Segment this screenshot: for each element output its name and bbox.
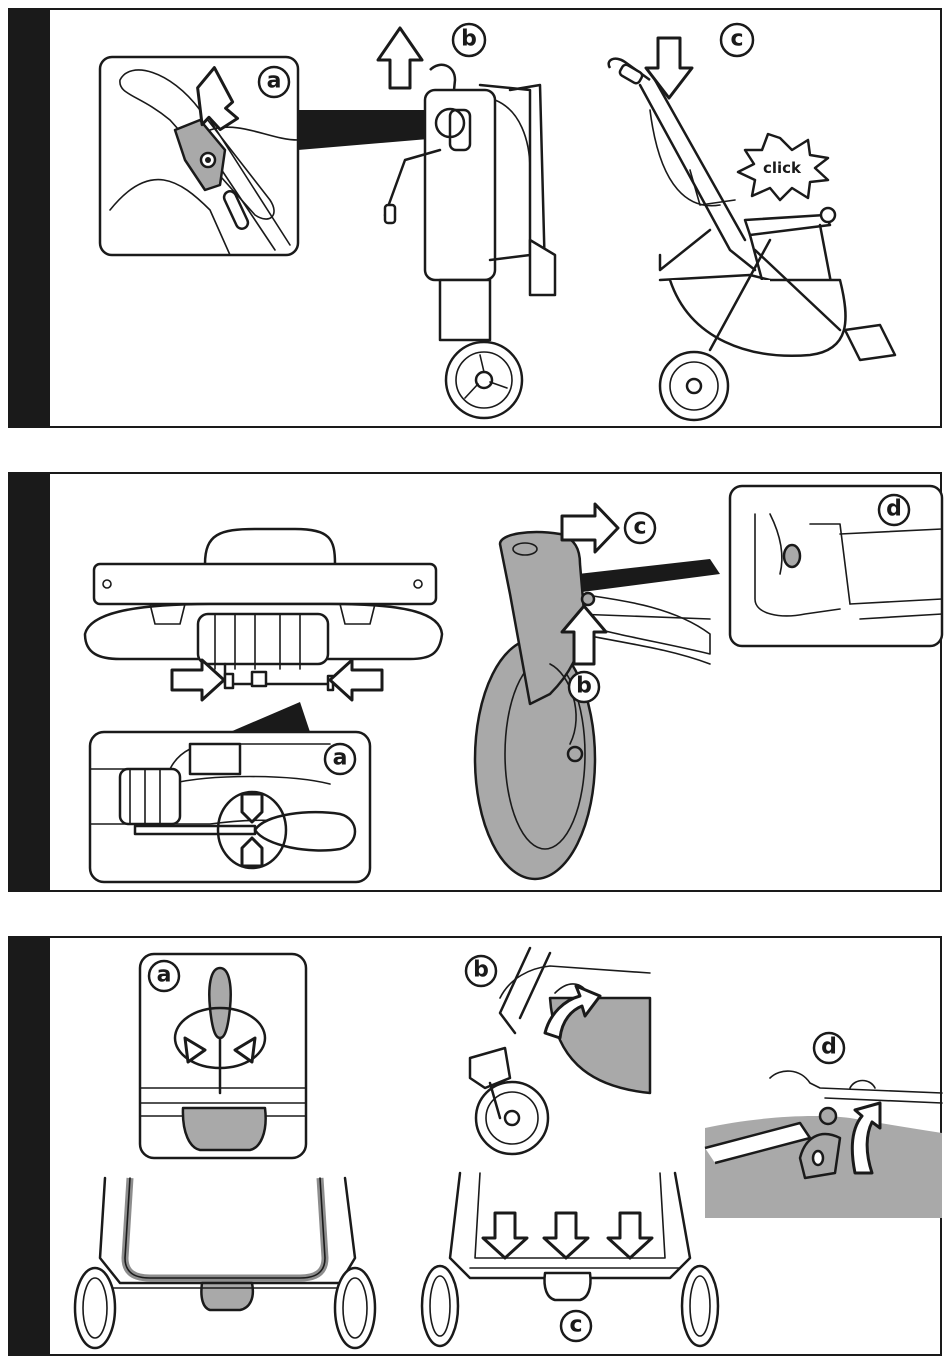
svg-text:a: a — [157, 963, 172, 988]
rear-frame-left — [75, 1178, 375, 1348]
arrow-left-squeeze — [330, 660, 382, 700]
label-c: c — [625, 513, 655, 543]
panel-2-illustration: a c b — [10, 474, 944, 894]
arrow-down-right — [608, 1213, 652, 1258]
svg-text:a: a — [333, 746, 348, 771]
click-burst: click — [738, 134, 828, 200]
svg-text:a: a — [267, 69, 282, 94]
svg-text:c: c — [730, 27, 743, 52]
instruction-panel-2: a c b — [8, 472, 942, 892]
inset-hinge-detail — [705, 1071, 942, 1218]
panel-1-illustration: b c — [10, 10, 944, 430]
rear-axle-assembly — [85, 529, 442, 690]
svg-text:b: b — [576, 674, 592, 699]
instruction-panel-3: a — [8, 936, 942, 1356]
label-c: c — [721, 24, 753, 56]
arrow-down-center — [544, 1213, 588, 1258]
svg-text:click: click — [763, 159, 802, 177]
label-d: d — [814, 1033, 844, 1063]
svg-text:b: b — [461, 27, 477, 52]
svg-text:c: c — [569, 1313, 582, 1338]
arrow-down — [646, 38, 692, 98]
arrow-right-squeeze — [172, 660, 224, 700]
svg-text:d: d — [821, 1035, 837, 1060]
label-d: d — [879, 495, 909, 525]
panel-3-illustration: a — [10, 938, 944, 1358]
arrow-up — [378, 28, 422, 88]
label-c: c — [561, 1311, 591, 1341]
svg-text:b: b — [473, 958, 489, 983]
label-a: a — [325, 744, 355, 774]
label-a: a — [259, 67, 289, 97]
open-stroller — [609, 59, 895, 420]
front-wheel-assembly — [475, 532, 720, 879]
instruction-panel-1: b c — [8, 8, 942, 428]
label-b: b — [453, 24, 485, 56]
label-b: b — [569, 672, 599, 702]
wheel-basket-detail — [470, 948, 650, 1154]
arrow-down-left — [483, 1213, 527, 1258]
inset-screwdriver — [90, 702, 370, 882]
label-a: a — [149, 961, 179, 991]
label-b: b — [466, 956, 496, 986]
svg-text:c: c — [633, 515, 646, 540]
svg-text:d: d — [886, 497, 902, 522]
